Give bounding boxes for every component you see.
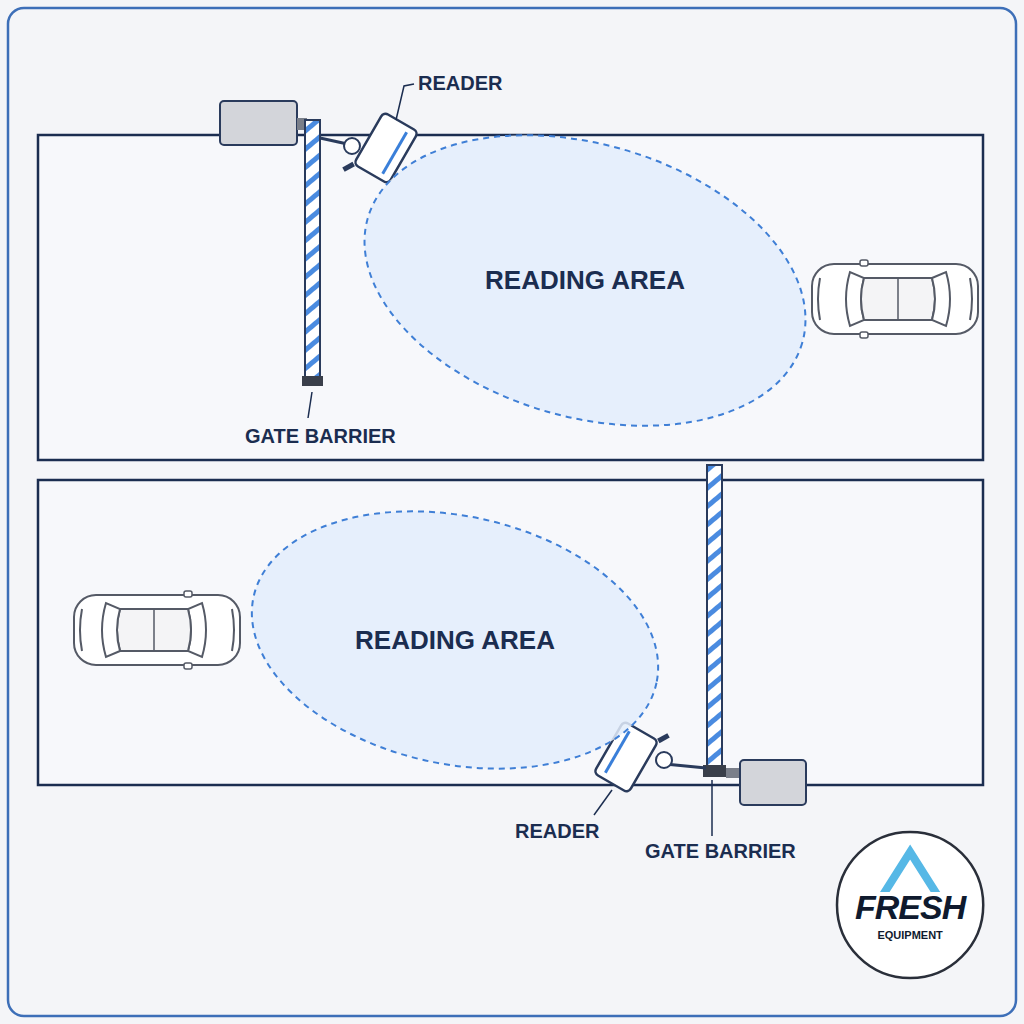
callout-label: GATE BARRIER — [645, 840, 796, 863]
callout-label: READER — [418, 72, 502, 95]
logo-badge: FRESH EQUIPMENT — [835, 840, 985, 970]
reading-area: READING AREA — [355, 138, 815, 423]
area-title: READING AREA — [355, 625, 555, 656]
callout-label: GATE BARRIER — [245, 425, 396, 448]
reading-area: READING AREA — [245, 510, 665, 770]
logo-subtitle: EQUIPMENT — [877, 929, 942, 941]
logo-wordmark: FRESH — [855, 888, 965, 927]
area-title: READING AREA — [485, 265, 685, 296]
callout-label: READER — [515, 820, 599, 843]
